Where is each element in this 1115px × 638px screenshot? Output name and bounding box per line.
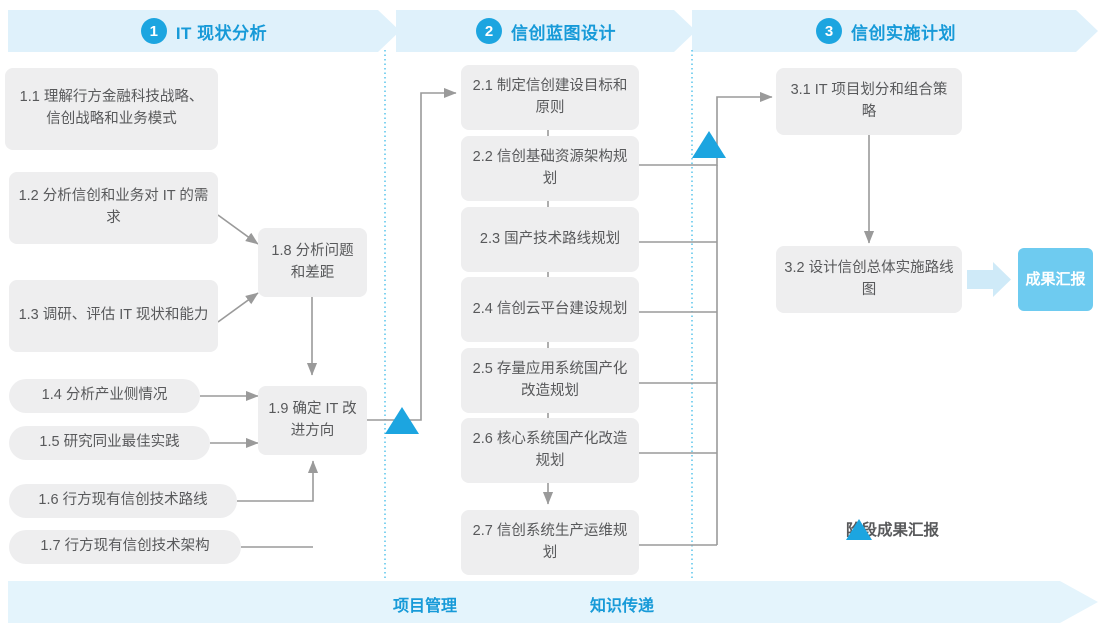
task-box-1-5[interactable]: 1.5 研究同业最佳实践 bbox=[9, 426, 210, 460]
phase-number-1: 1 bbox=[141, 18, 167, 44]
task-box-1-2[interactable]: 1.2 分析信创和业务对 IT 的需求 bbox=[9, 172, 218, 244]
task-box-2-7[interactable]: 2.7 信创系统生产运维规划 bbox=[461, 510, 639, 575]
milestone-triangle-icon bbox=[846, 518, 872, 540]
milestone-triangle-phase2 bbox=[692, 131, 726, 158]
phase-banner-2: 2 信创蓝图设计 bbox=[396, 10, 696, 52]
task-box-3-1[interactable]: 3.1 IT 项目划分和组合策略 bbox=[776, 68, 962, 135]
milestone-triangle-phase1 bbox=[385, 407, 419, 434]
result-chip[interactable]: 成果汇报 bbox=[1018, 248, 1093, 311]
task-box-2-1[interactable]: 2.1 制定信创建设目标和原则 bbox=[461, 65, 639, 130]
task-box-2-6[interactable]: 2.6 核心系统国产化改造规划 bbox=[461, 418, 639, 483]
task-box-1-7[interactable]: 1.7 行方现有信创技术架构 bbox=[9, 530, 241, 564]
task-box-2-5[interactable]: 2.5 存量应用系统国产化改造规划 bbox=[461, 348, 639, 413]
phase-label-1: IT 现状分析 bbox=[175, 23, 268, 43]
task-box-2-3[interactable]: 2.3 国产技术路线规划 bbox=[461, 207, 639, 272]
phase-number-2: 2 bbox=[476, 18, 502, 44]
legend: 阶段成果汇报 bbox=[846, 518, 939, 540]
phase-number-3: 3 bbox=[816, 18, 842, 44]
phase-label-2: 信创蓝图设计 bbox=[511, 23, 616, 43]
task-box-2-4[interactable]: 2.4 信创云平台建设规划 bbox=[461, 277, 639, 342]
task-box-1-9[interactable]: 1.9 确定 IT 改进方向 bbox=[258, 386, 367, 455]
task-box-2-2[interactable]: 2.2 信创基础资源架构规划 bbox=[461, 136, 639, 201]
footer-band bbox=[8, 581, 1098, 623]
phase-banner-3: 3 信创实施计划 bbox=[692, 10, 1098, 52]
task-box-3-2[interactable]: 3.2 设计信创总体实施路线图 bbox=[776, 246, 962, 313]
phase-label-3: 信创实施计划 bbox=[851, 23, 956, 43]
task-box-1-1[interactable]: 1.1 理解行方金融科技战略、信创战略和业务模式 bbox=[5, 68, 218, 150]
result-chip-label: 成果汇报 bbox=[1025, 270, 1086, 288]
task-box-1-8[interactable]: 1.8 分析问题和差距 bbox=[258, 228, 367, 297]
task-box-1-4[interactable]: 1.4 分析产业侧情况 bbox=[9, 379, 200, 413]
phase-banner-1: 1 IT 现状分析 bbox=[8, 10, 400, 52]
footer-label-project-management: 项目管理 bbox=[393, 598, 458, 615]
task-box-1-3[interactable]: 1.3 调研、评估 IT 现状和能力 bbox=[9, 280, 218, 352]
footer-label-knowledge-transfer: 知识传递 bbox=[590, 598, 655, 615]
task-box-1-6[interactable]: 1.6 行方现有信创技术路线 bbox=[9, 484, 237, 518]
